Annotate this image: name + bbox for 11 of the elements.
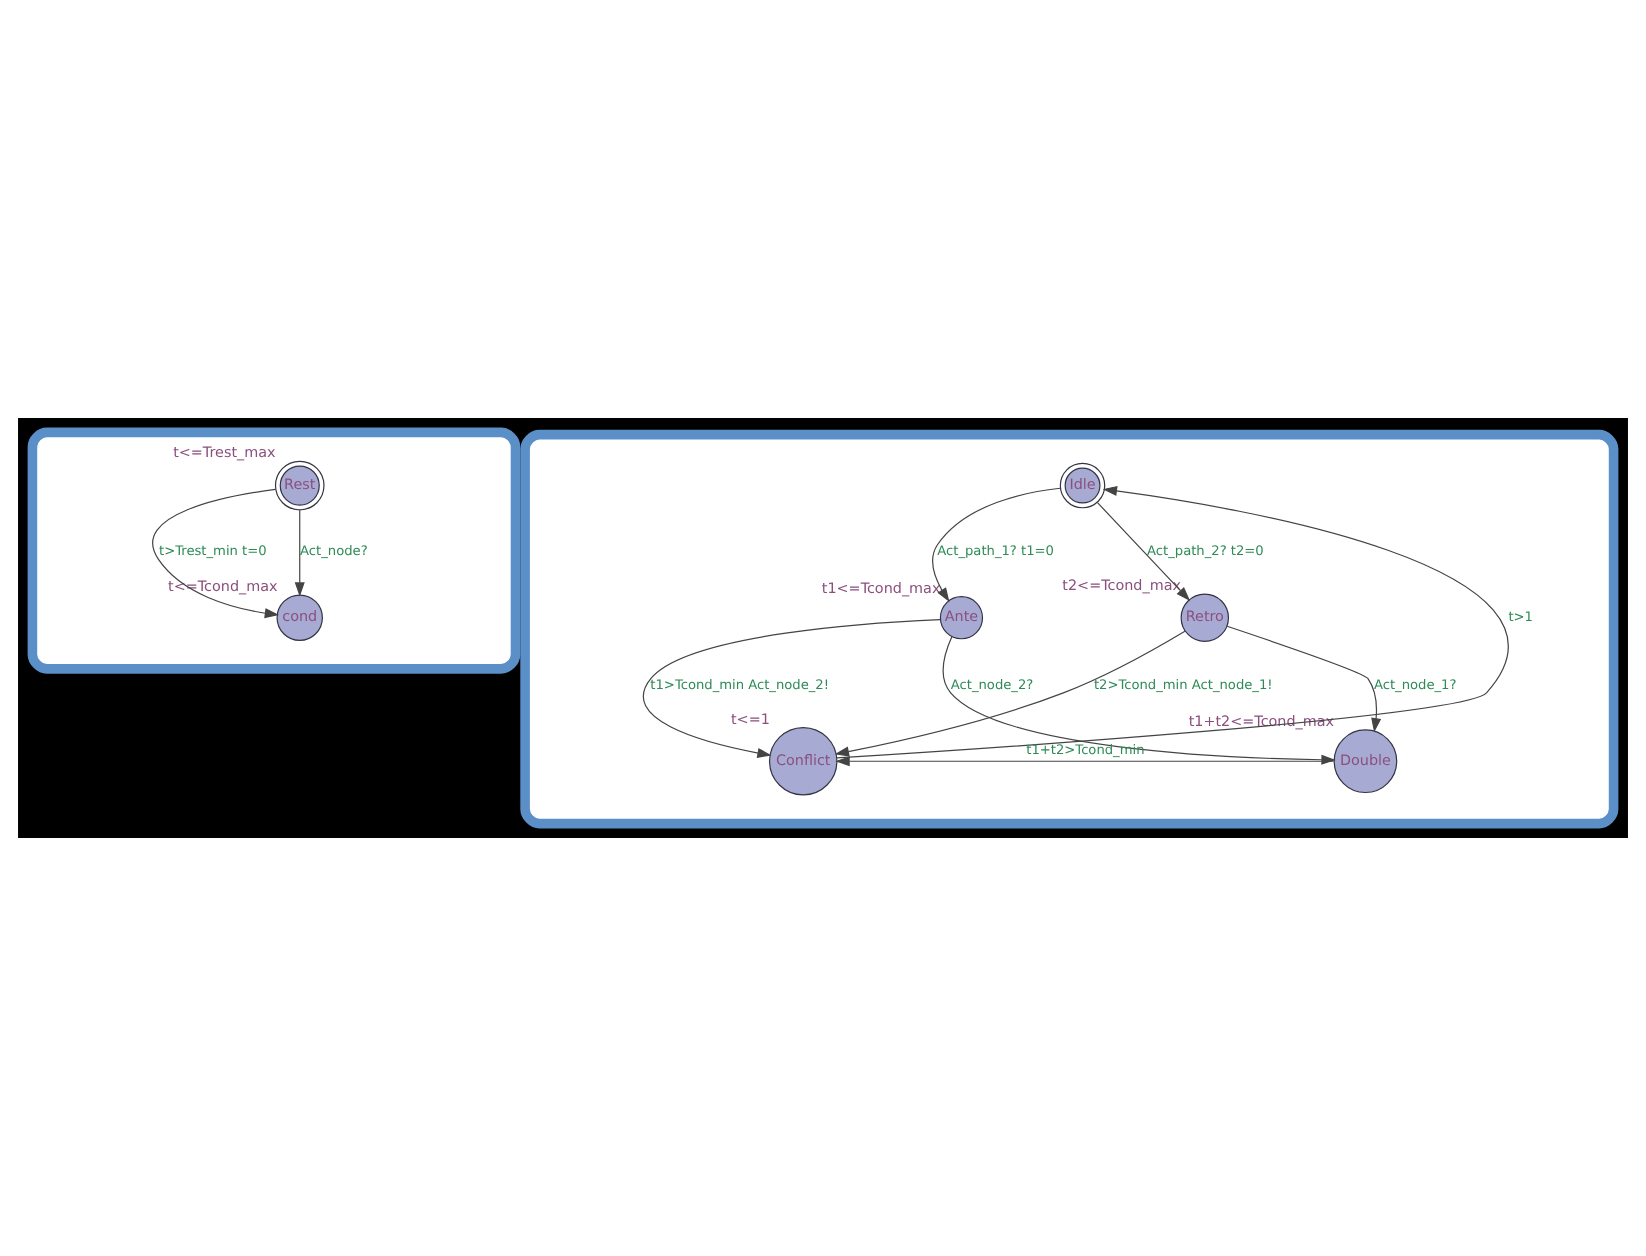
arrow [834, 630, 1186, 757]
cluster [520, 429, 1619, 829]
arrow [642, 619, 941, 758]
arrow [835, 756, 1335, 767]
arrow [152, 488, 280, 619]
arrow [942, 635, 1336, 765]
cluster [27, 427, 521, 674]
arrow [1226, 625, 1382, 733]
arrow [932, 487, 1061, 603]
arrow [836, 486, 1508, 759]
arrow [294, 509, 305, 597]
